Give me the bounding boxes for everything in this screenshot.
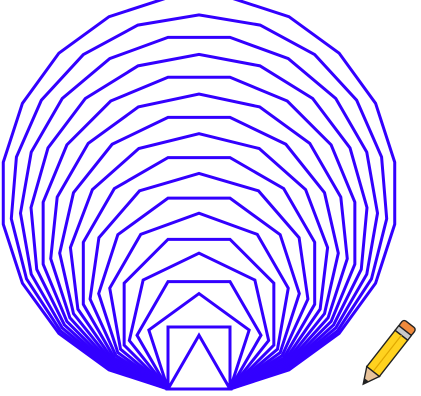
polygon-15-sides: [51, 94, 348, 389]
polygon-8-sides: [124, 239, 274, 389]
polygon-3-sides: [168, 335, 230, 389]
pencil-icon[interactable]: [352, 314, 420, 396]
polygon-5-sides: [149, 294, 249, 389]
polygon-7-sides: [129, 253, 268, 389]
